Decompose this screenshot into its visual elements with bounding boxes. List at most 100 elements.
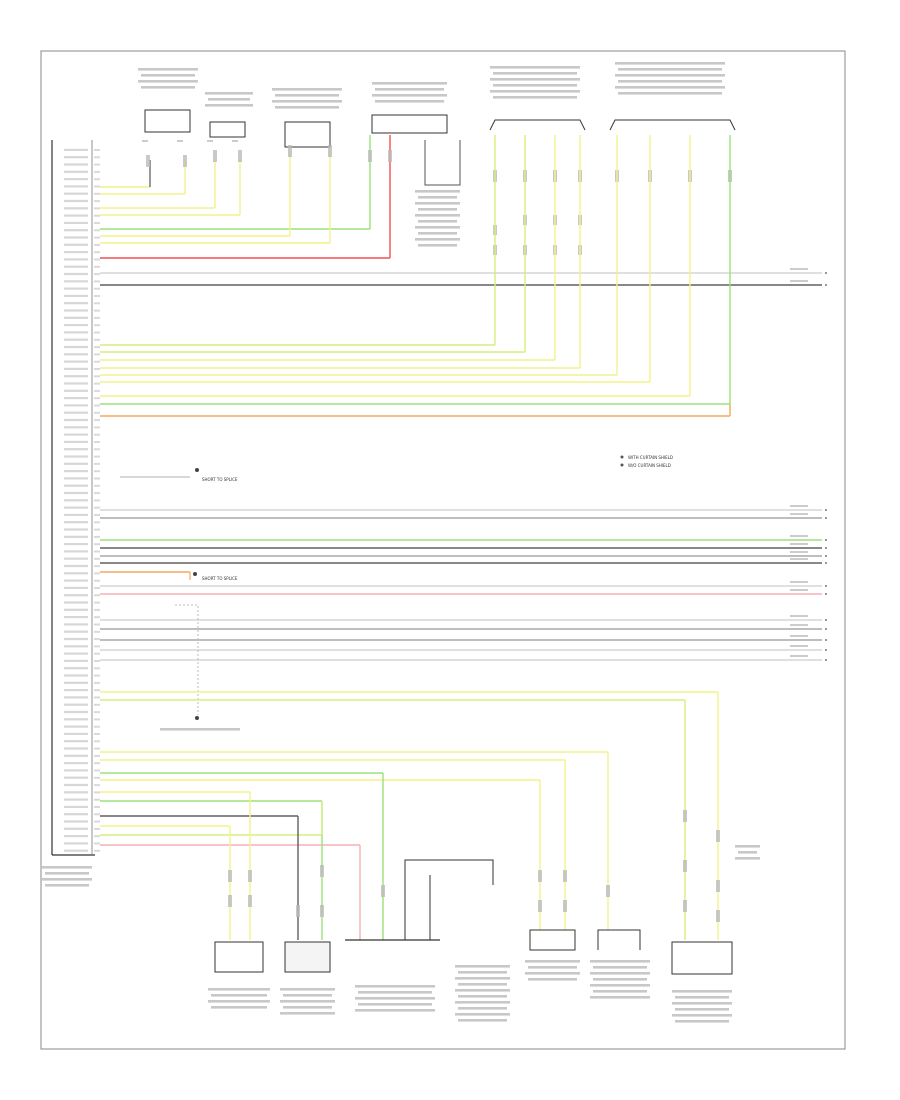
pin-number: [94, 813, 100, 816]
pin-name: [64, 623, 88, 626]
connector-pin: [183, 155, 187, 167]
pin-name: [64, 506, 88, 509]
label-text-line: [375, 100, 444, 103]
pin-name: [64, 776, 88, 779]
pin-number: [94, 163, 100, 166]
pin-number: [94, 236, 100, 239]
pin-number: [94, 316, 100, 319]
label-text-line: [280, 1000, 335, 1003]
component-label: [672, 990, 732, 1023]
pin-number: [94, 616, 100, 619]
pin-name: [64, 389, 88, 392]
terminal-label: [790, 635, 808, 637]
pin-name: [64, 484, 88, 487]
pin-name: [64, 499, 88, 502]
pin-name: [64, 740, 88, 743]
label-text-line: [375, 88, 444, 91]
pin-number: [94, 806, 100, 808]
label-text-line: [738, 851, 757, 854]
pin-number: [94, 747, 100, 750]
terminal-dot: [825, 659, 827, 661]
terminal-label: [790, 645, 808, 647]
pin-number: [94, 338, 100, 341]
component-label: [355, 985, 435, 1012]
pin-name: [64, 163, 88, 166]
pin-name: [64, 674, 88, 677]
pin-number: [94, 426, 100, 429]
pin-number: [94, 587, 100, 589]
connector-pin: [538, 870, 542, 882]
pin-number: [94, 273, 100, 276]
pin-number: [94, 309, 100, 312]
component-front-airbag-sensor-rh: [144, 109, 191, 133]
pin-number: [94, 791, 100, 794]
legend-note-1: WITH CURTAIN SHIELD: [628, 455, 673, 460]
connector-pin: [606, 885, 610, 897]
pin-number: [94, 346, 100, 349]
splice-label: [160, 728, 240, 731]
pin-name: [64, 199, 88, 203]
pin-number: [94, 280, 100, 283]
pin-number: [94, 638, 100, 641]
label-text-line: [138, 68, 198, 71]
pin-name: [64, 689, 88, 692]
pin-name: [64, 448, 88, 451]
legend-note-2: W/O CURTAIN SHIELD: [628, 463, 671, 468]
connector-pin: [683, 810, 687, 822]
terminal-dot: [825, 585, 827, 587]
label-text-line: [418, 208, 457, 211]
pin-name: [64, 251, 88, 254]
pin-number: [94, 681, 100, 684]
connector-pin: [228, 870, 232, 882]
terminal-dot: [825, 639, 827, 641]
pin-name: [64, 791, 88, 794]
diagram-frame: [40, 50, 846, 1050]
component-curtain-airbag-rh: [489, 119, 586, 131]
terminal-label: [790, 513, 808, 515]
label-text-line: [208, 98, 250, 101]
pin-number: [94, 514, 100, 516]
label-text-line: [272, 100, 342, 103]
label-text-line: [355, 985, 435, 988]
pin-name: [64, 783, 88, 787]
label-text-line: [418, 244, 457, 247]
pin-number: [94, 441, 100, 443]
terminal-dot: [825, 539, 827, 541]
legend-bullet: [620, 455, 624, 459]
pin-number: [94, 455, 100, 458]
pin-name: [64, 572, 88, 575]
module-label: [42, 866, 92, 887]
pin-number: [94, 565, 100, 568]
component-seat-belt-pretensioner-lh: [529, 929, 576, 951]
splice-ref-2: SHORT TO SPLICE: [202, 576, 238, 581]
label-text-line: [618, 92, 722, 95]
label-text-line: [455, 965, 510, 968]
label-text-line: [141, 74, 195, 77]
label-text-line: [675, 996, 729, 999]
label-text-line: [415, 226, 460, 229]
label-text-line: [358, 1003, 432, 1006]
connector-pin: [248, 870, 252, 882]
pin-name: [64, 820, 88, 823]
pin-number: [94, 295, 100, 297]
label-text-line: [205, 92, 253, 95]
pin-name: [64, 243, 88, 246]
component-label: [590, 960, 650, 999]
pin-number: [94, 506, 100, 509]
label-text-line: [615, 74, 725, 77]
label-text-line: [490, 90, 580, 93]
terminal-dot: [825, 272, 827, 274]
component-label: [525, 960, 580, 981]
pin-number: [94, 521, 100, 524]
pin-number: [94, 222, 100, 224]
connector-pin: [563, 900, 567, 912]
splice-point: [195, 716, 199, 720]
label-text-line: [458, 971, 507, 974]
connector-pin: [388, 150, 392, 162]
label-text-line: [455, 977, 510, 980]
pin-name: [64, 207, 88, 210]
component-spiral-cable: [284, 941, 331, 973]
pin-number: [94, 630, 100, 633]
pin-name: [64, 754, 88, 757]
pin-number: [94, 302, 100, 305]
